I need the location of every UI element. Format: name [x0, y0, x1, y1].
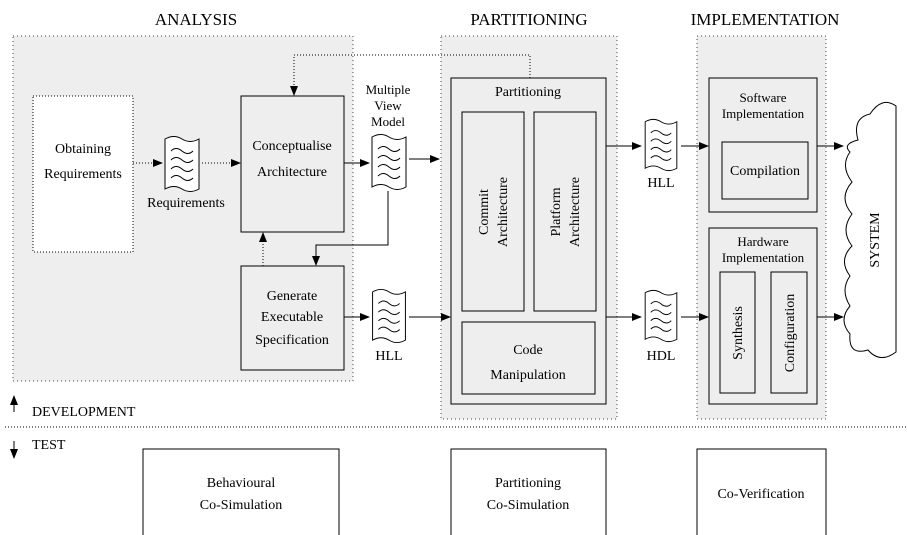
mvm-label-3: Model	[371, 114, 405, 129]
coverification-box	[696, 448, 827, 535]
coverification-label: Co-Verification	[717, 487, 804, 502]
code-label-2: Manipulation	[490, 368, 565, 383]
conceptualise-label-1: Conceptualise	[252, 139, 331, 154]
synthesis-label: Synthesis	[731, 306, 746, 360]
conceptualise-architecture-box	[240, 95, 345, 233]
code-label-1: Code	[513, 343, 543, 358]
partitioning-cosim-box	[450, 448, 607, 535]
synthesis-box	[719, 271, 756, 394]
mvm-label-2: View	[374, 98, 402, 113]
header-analysis: ANALYSIS	[155, 10, 237, 29]
software-label-2: Implementation	[722, 106, 805, 121]
behavioural-cosim-box	[142, 448, 340, 535]
behavioural-label-2: Co-Simulation	[200, 498, 282, 513]
platform-label-2: Architecture	[568, 177, 583, 247]
code-manipulation-box	[461, 321, 596, 395]
generate-label-1: Generate	[267, 289, 318, 304]
feedback-arrow-partitioning-to-concept	[290, 54, 531, 96]
platform-label-1: Platform	[549, 187, 564, 236]
arrow-mvm-to-generate	[312, 191, 389, 266]
requirements-doc-label: Requirements	[147, 196, 225, 211]
generate-spec-box	[240, 265, 345, 371]
partitioning-title: Partitioning	[495, 85, 561, 100]
generate-label-3: Specification	[255, 333, 329, 348]
header-partitioning: PARTITIONING	[470, 10, 587, 29]
hll-label-impl: HLL	[647, 176, 674, 191]
compilation-box	[721, 141, 809, 200]
hll-document-icon-impl	[644, 118, 678, 172]
hll-label-analysis: HLL	[375, 349, 402, 364]
configuration-label: Configuration	[783, 294, 798, 373]
hll-document-icon-analysis	[372, 288, 406, 344]
hdl-document-icon	[644, 289, 678, 343]
platform-architecture-box	[533, 111, 597, 312]
mvm-label-1: Multiple	[366, 82, 411, 97]
hardware-label-1: Hardware	[737, 234, 788, 249]
configuration-box	[770, 271, 808, 394]
obtaining-label-2: Requirements	[44, 167, 122, 182]
test-label: TEST	[32, 438, 66, 453]
requirements-document-icon	[164, 136, 200, 192]
system-label: SYSTEM	[868, 212, 883, 268]
hdl-label: HDL	[647, 349, 676, 364]
partitioning-cosim-label-2: Co-Simulation	[487, 498, 569, 513]
hardware-label-2: Implementation	[722, 250, 805, 265]
software-label-1: Software	[740, 90, 787, 105]
commit-label-2: Architecture	[496, 177, 511, 247]
conceptualise-label-2: Architecture	[257, 165, 327, 180]
header-implementation: IMPLEMENTATION	[691, 10, 840, 29]
system-cloud	[843, 101, 897, 358]
mvm-document-icon	[371, 134, 407, 190]
obtaining-requirements-box	[32, 95, 134, 253]
compilation-label: Compilation	[730, 164, 800, 179]
commit-label-1: Commit	[477, 189, 492, 235]
development-label: DEVELOPMENT	[32, 405, 136, 420]
partitioning-cosim-label-1: Partitioning	[495, 476, 561, 491]
obtaining-label-1: Obtaining	[55, 142, 111, 157]
generate-label-2: Executable	[261, 310, 323, 325]
behavioural-label-1: Behavioural	[207, 476, 276, 491]
commit-architecture-box	[461, 111, 525, 312]
